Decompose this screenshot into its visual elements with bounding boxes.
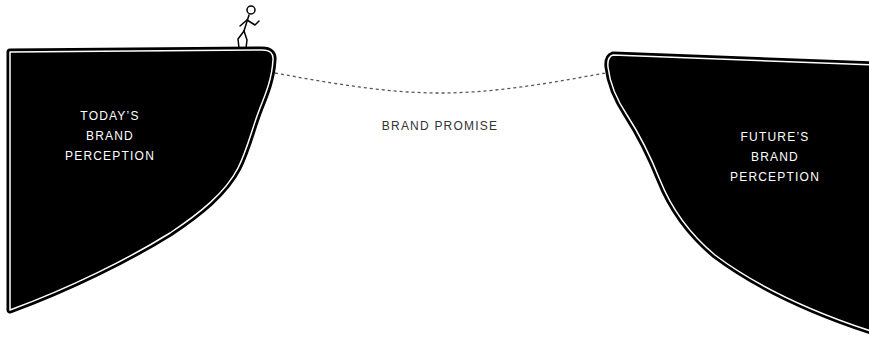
cliff-fill bbox=[608, 55, 869, 333]
cliff-label: FUTURE’S BRAND PERCEPTION bbox=[730, 127, 820, 187]
stick-figure bbox=[238, 6, 259, 48]
cliff: TODAY’S BRAND PERCEPTION bbox=[10, 48, 275, 313]
dashed-connector bbox=[275, 73, 605, 93]
cliff: FUTURE’S BRAND PERCEPTION bbox=[605, 55, 869, 335]
cliff-outline bbox=[10, 50, 273, 310]
cliff-fill bbox=[10, 50, 273, 310]
edge-label: BRAND PROMISE bbox=[380, 119, 500, 133]
figure-leg bbox=[238, 31, 244, 48]
cliff-outline bbox=[608, 55, 869, 333]
cliff-shape bbox=[10, 48, 275, 313]
figure-leg bbox=[244, 31, 247, 48]
figure-arm bbox=[247, 20, 259, 25]
figure-arm bbox=[240, 20, 247, 26]
edge-label-holder: BRAND PROMISE bbox=[380, 119, 500, 133]
cliff-shape bbox=[605, 55, 869, 335]
figure-head bbox=[247, 6, 255, 14]
figure-body bbox=[244, 15, 249, 31]
cliff-label: TODAY’S BRAND PERCEPTION bbox=[65, 106, 155, 166]
